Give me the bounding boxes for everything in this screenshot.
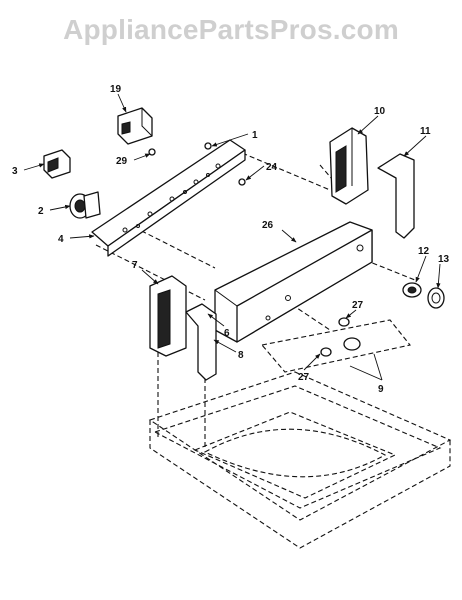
part-13-dial [427, 287, 445, 309]
screws [148, 142, 246, 186]
callout-4: 4 [58, 234, 64, 245]
callout-2: 2 [38, 206, 44, 217]
callout-3: 3 [12, 166, 18, 177]
watermark: AppliancePartsPros.com [63, 14, 399, 45]
callout-29: 29 [116, 156, 128, 167]
part-11-end-cap-right [377, 153, 415, 239]
part-19-switch [117, 107, 153, 145]
callout-7: 7 [132, 260, 138, 271]
part-4-bracket [91, 139, 246, 257]
callout-12: 12 [418, 246, 430, 257]
part-7-end-cap-left [149, 275, 187, 357]
callout-27-lower: 27 [298, 372, 310, 383]
callout-27-upper: 27 [352, 300, 364, 311]
part-3-switch [43, 149, 71, 179]
part-8-trim [185, 303, 217, 381]
part-10-bracket [329, 127, 369, 205]
callout-8: 8 [238, 350, 244, 361]
washer-top-outline [148, 371, 452, 549]
leader-lines [23, 93, 441, 381]
callout-6: 6 [224, 328, 230, 339]
callout-10: 10 [374, 106, 386, 117]
callout-24: 24 [266, 162, 278, 173]
callout-9: 9 [378, 384, 384, 395]
part-9-fasteners [320, 317, 361, 357]
callout-1: 1 [252, 130, 258, 141]
part-2-timer [69, 191, 101, 219]
callout-13: 13 [438, 254, 450, 265]
callout-labels: 19 1 29 24 3 2 4 10 11 26 12 13 7 6 8 27… [12, 84, 450, 395]
callout-19: 19 [110, 84, 122, 95]
callout-26: 26 [262, 220, 274, 231]
callout-11: 11 [420, 126, 431, 137]
part-12-knob [402, 282, 422, 298]
